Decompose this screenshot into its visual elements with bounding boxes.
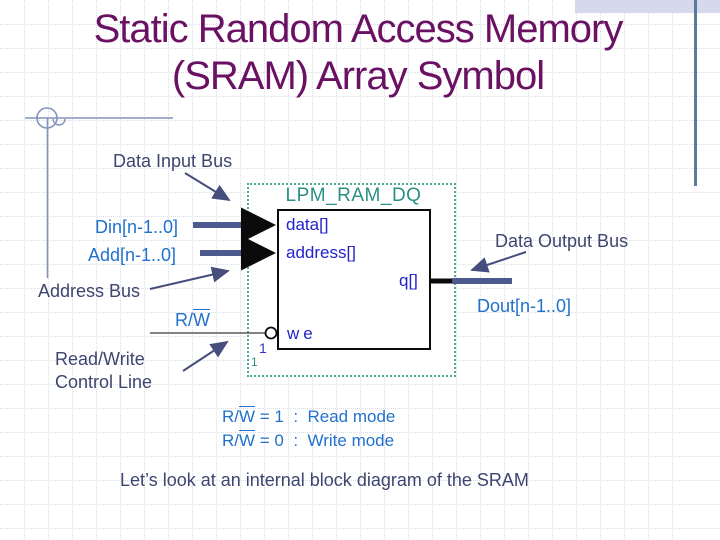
grid-line — [24, 0, 25, 540]
label-din: Din[n-1..0] — [95, 217, 179, 237]
mode-read-prefix: R/ — [222, 407, 239, 426]
port-label-address: address[] — [286, 243, 356, 262]
slide-title: Static Random Access Memory(SRAM) Array … — [28, 6, 688, 100]
label-address-bus: Address Bus — [38, 281, 141, 301]
port-label-data: data[] — [286, 215, 329, 234]
rw-prefix: R/ — [175, 310, 193, 330]
read-write-line2: Control Line — [55, 372, 153, 392]
grid-line — [576, 0, 577, 540]
grid-line — [72, 0, 73, 540]
top-band-decoration — [575, 0, 720, 13]
grid-line — [168, 0, 169, 540]
right-edge-bar — [694, 0, 697, 186]
symbol-body — [277, 209, 431, 350]
mode-write-w: W — [239, 431, 256, 450]
label-dout: Dout[n-1..0] — [477, 296, 572, 316]
label-rw: R/W — [175, 309, 210, 331]
mode-read-line: R/W = 1 : Read mode — [222, 405, 395, 429]
grid-line — [96, 0, 97, 540]
grid-line — [120, 0, 121, 540]
label-data-input-bus: Data Input Bus — [113, 151, 233, 171]
port-label-q: q[] — [399, 271, 418, 290]
pin-width-note-blue: 1 — [259, 340, 267, 356]
symbol-name: LPM_RAM_DQ — [285, 185, 422, 206]
grid-line — [192, 0, 193, 540]
label-data-output-bus: Data Output Bus — [495, 231, 629, 251]
grid-line — [48, 0, 49, 540]
port-label-we: we — [287, 324, 317, 343]
rw-w-overline: W — [193, 310, 210, 330]
grid-line — [600, 0, 601, 540]
footer-note: Let’s look at an internal block diagram … — [120, 470, 529, 490]
read-write-line1: Read/Write — [55, 349, 145, 369]
mode-read-w: W — [239, 407, 256, 426]
grid-line — [528, 0, 529, 540]
grid-line — [648, 0, 649, 540]
grid-line — [240, 0, 241, 540]
mode-legend: R/W = 1 : Read mode R/W = 0 : Write mode — [222, 405, 395, 453]
grid-line — [624, 0, 625, 540]
mode-read-text: = 1 : Read mode — [255, 407, 396, 426]
pin-width-note-teal: 1 — [251, 355, 258, 369]
grid-line — [144, 0, 145, 540]
grid-line — [672, 0, 673, 540]
mode-write-line: R/W = 0 : Write mode — [222, 429, 395, 453]
mode-write-prefix: R/ — [222, 431, 239, 450]
mode-write-text: = 0 : Write mode — [255, 431, 395, 450]
grid-line — [552, 0, 553, 540]
label-add: Add[n-1..0] — [88, 245, 177, 265]
title-line-1: Static Random Access Memory — [93, 7, 624, 51]
grid-line — [456, 0, 457, 540]
title-line-2: (SRAM) Array Symbol — [171, 54, 545, 98]
